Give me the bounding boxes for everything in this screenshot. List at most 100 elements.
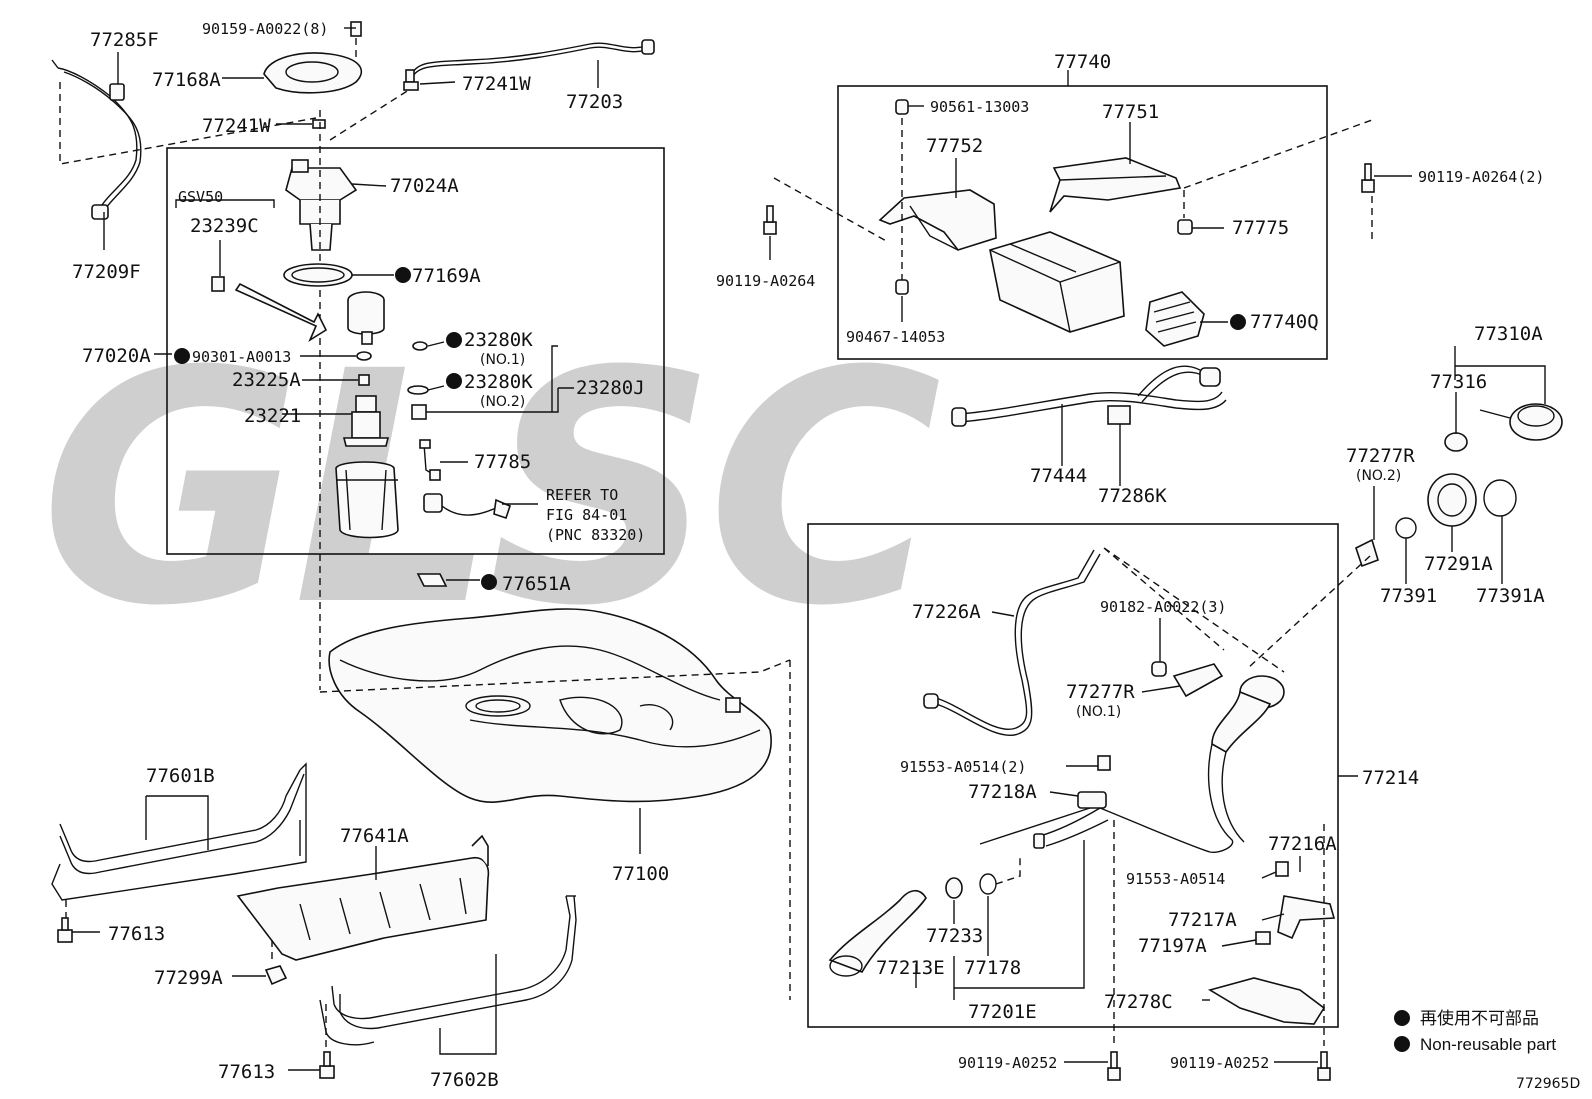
label-77601b: 77601B <box>146 765 215 787</box>
fuel-pump-23221 <box>342 395 390 447</box>
bracket-77217a <box>1277 895 1336 940</box>
filler-neck <box>1211 675 1285 754</box>
canister-group-box <box>837 85 1328 360</box>
label-77277r-1: 77277R <box>1066 681 1135 703</box>
ring-77391a <box>1483 479 1517 517</box>
harness-77785 <box>419 439 441 481</box>
label-77785: 77785 <box>474 451 531 473</box>
guide-77277r <box>1247 555 1371 669</box>
watermark-text: GLSC <box>40 304 942 676</box>
bracket-77751 <box>1049 157 1182 213</box>
label-23225a: 23225A <box>232 369 301 391</box>
hose-77213e <box>828 889 927 977</box>
protector-77278c <box>1207 977 1326 1025</box>
filler-pipe-77214 <box>979 743 1245 854</box>
label-90467-14053: 90467-14053 <box>846 328 945 346</box>
label-23239c: 23239C <box>190 215 259 237</box>
dot-23280k-2 <box>446 373 462 389</box>
label-91553-a0514-2: 91553-A0514(2) <box>900 758 1026 776</box>
label-90119-a0252-b: 90119-A0252 <box>1170 1054 1269 1072</box>
label-77285f: 77285F <box>90 29 159 51</box>
label-77641a: 77641A <box>340 825 409 847</box>
label-no2-b: (NO.2) <box>1356 468 1401 484</box>
label-77226a: 77226A <box>912 601 981 623</box>
label-90119-a0264: 90119-A0264 <box>716 272 815 290</box>
part-77316 <box>1444 432 1468 452</box>
fuel-sender-harness <box>51 59 142 220</box>
clamp-77285f <box>109 83 125 101</box>
oring-23280k-1 <box>412 341 428 351</box>
guide-harness <box>59 82 317 165</box>
label-77233: 77233 <box>926 925 983 947</box>
dot-90301 <box>174 348 190 364</box>
label-77391: 77391 <box>1380 585 1437 607</box>
label-77203: 77203 <box>566 91 623 113</box>
label-90159-a0022: 90159-A0022(8) <box>202 20 328 38</box>
label-77169a: 77169A <box>412 265 481 287</box>
label-77740: 77740 <box>1054 51 1111 73</box>
guide-77178 <box>995 854 1021 885</box>
label-90561-13003: 90561-13003 <box>930 98 1029 116</box>
clip-90561 <box>895 99 909 115</box>
guide-90119-a0264 <box>773 177 889 243</box>
filter-77740q <box>1145 291 1205 347</box>
legend: 再使用不可部品 Non-reusable part <box>1420 1008 1556 1054</box>
label-77197a: 77197A <box>1138 935 1207 957</box>
label-77020a: 77020A <box>82 345 151 367</box>
label-23280j: 23280J <box>576 377 645 399</box>
screw-90159 <box>350 21 362 37</box>
dot-23280k-1 <box>446 332 462 348</box>
label-77277r-2: 77277R <box>1346 445 1415 467</box>
clamp-77233 <box>945 877 963 899</box>
pump-bracket <box>335 461 399 539</box>
bolt-90182 <box>1151 661 1167 677</box>
bolt-90119-a0264 <box>763 205 777 235</box>
bolt-77613-b <box>319 1051 335 1079</box>
clip-77241w-b <box>312 119 326 129</box>
clip-77277r-1 <box>1172 663 1224 698</box>
legend-text-jp: 再使用不可部品 <box>1420 1008 1539 1028</box>
guide-breather <box>1103 547 1285 673</box>
bracket-77218a <box>1077 791 1107 809</box>
fuel-tank-77100 <box>328 608 772 803</box>
clip-77277r-2 <box>1355 538 1379 568</box>
label-23280k-1: 23280K <box>464 329 533 351</box>
label-77740q: 77740Q <box>1250 311 1319 333</box>
leader-lines <box>72 27 1546 1071</box>
guide-90119-a0264-2 <box>1183 119 1373 189</box>
label-77218a: 77218A <box>968 781 1037 803</box>
label-77178: 77178 <box>964 957 1021 979</box>
wire-77203 <box>405 39 655 83</box>
part-77775 <box>1177 219 1193 235</box>
label-90119-a0264-2: 90119-A0264(2) <box>1418 168 1544 186</box>
label-gsv50: GSV50 <box>178 188 223 206</box>
label-77299a: 77299A <box>154 967 223 989</box>
label-no1-b: (NO.1) <box>1076 704 1121 720</box>
bracket-77752 <box>878 189 997 251</box>
clamp-77286k <box>1107 405 1131 425</box>
regulator <box>411 404 427 420</box>
label-77444: 77444 <box>1030 465 1087 487</box>
breather-tube-77226a <box>923 549 1101 737</box>
label-77775: 77775 <box>1232 217 1289 239</box>
ring-77291a <box>1427 473 1477 527</box>
set-plate-77168a <box>263 52 363 94</box>
guide-tank-top <box>319 659 791 693</box>
ring-77391 <box>1395 517 1417 539</box>
label-no1-a: (NO.1) <box>480 352 525 368</box>
label-77602b: 77602B <box>430 1069 499 1091</box>
oring-23280k-2 <box>407 385 429 395</box>
label-90182-a0022: 90182-A0022(3) <box>1100 598 1226 616</box>
bolt-91553-a0514-2 <box>1097 755 1111 771</box>
dot-77169a <box>395 267 411 283</box>
label-77651a: 77651A <box>502 573 571 595</box>
label-77286k: 77286K <box>1098 485 1167 507</box>
label-refer-1: REFER TO <box>546 486 618 504</box>
hose-77444 <box>951 365 1227 427</box>
legend-text-en: Non-reusable part <box>1420 1035 1556 1054</box>
part-23239c <box>211 276 225 292</box>
fuel-filter <box>347 291 385 345</box>
watermark: GLSC <box>40 304 952 676</box>
